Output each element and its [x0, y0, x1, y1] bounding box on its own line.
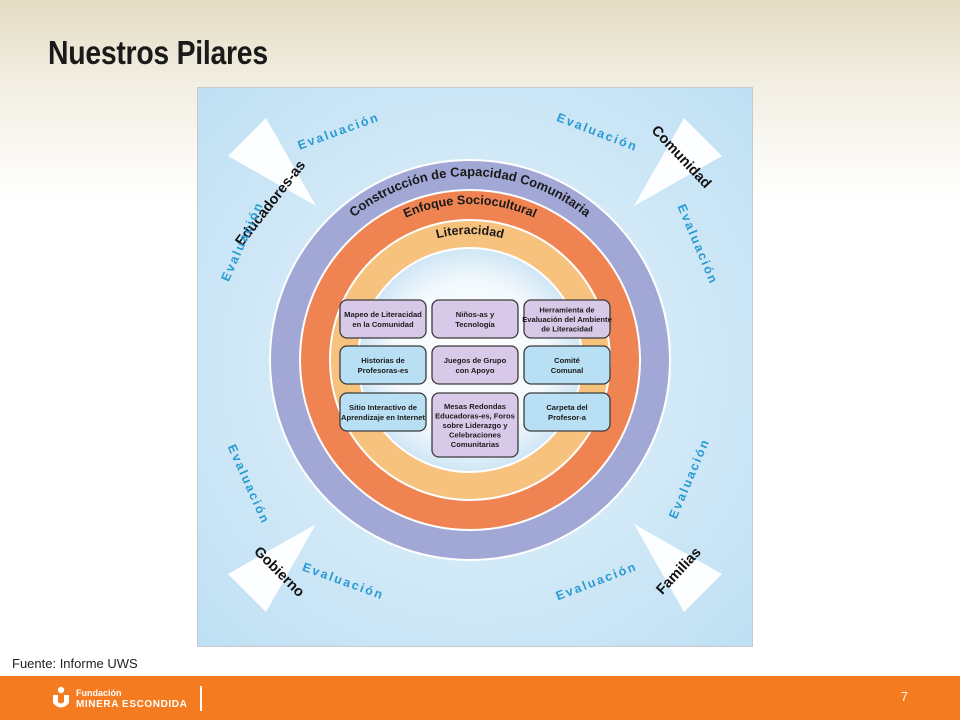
program-box-text: Aprendizaje en Internet: [341, 413, 425, 422]
program-box-text: Tecnología: [455, 320, 495, 329]
program-box-text: Celebraciones: [449, 431, 501, 440]
slide-title: Nuestros Pilares: [48, 34, 268, 71]
program-box-text: Herramienta de: [539, 305, 594, 314]
program-box-text: Profesoras-es: [358, 366, 409, 375]
program-box-text: en la Comunidad: [352, 320, 414, 329]
inner-ring-label: Literacidad: [434, 223, 505, 241]
program-box-text: Mesas Redondas: [444, 402, 506, 411]
program-box-text: Evaluación del Ambiente: [522, 315, 612, 324]
program-box-text: Carpeta del: [546, 403, 587, 412]
program-box-text: Mapeo de Literacidad: [344, 310, 422, 319]
arrow-icon: [228, 524, 316, 612]
program-box-text: Niños-as y: [456, 310, 495, 319]
footer-bar: Fundación MINERA ESCONDIDA 7: [0, 676, 960, 720]
source-note: Fuente: Informe UWS: [12, 656, 138, 671]
footer-divider: [200, 686, 202, 711]
foundation-logo: Fundación MINERA ESCONDIDA: [52, 685, 187, 713]
arrow-icon: [634, 118, 722, 206]
program-box-text: Profesor-a: [548, 413, 587, 422]
page-number: 7: [900, 689, 908, 704]
program-box-text: Comunitarias: [451, 440, 500, 449]
pillars-diagram-svg: Construcción de Capacidad ComunitariaEnf…: [198, 88, 752, 646]
program-box-text: Educadoras-es, Foros: [435, 411, 515, 420]
program-box-text: Historias de: [361, 356, 404, 365]
program-box-text: Comité: [554, 356, 580, 365]
program-box-text: Juegos de Grupo: [444, 356, 507, 365]
arrow-icon: [228, 118, 316, 206]
program-box-text: con Apoyo: [456, 366, 495, 375]
arrow-icon: [634, 524, 722, 612]
foundation-logo-icon: [52, 686, 70, 712]
program-box-text: Comunal: [551, 366, 584, 375]
program-box-text: Sitio Interactivo de: [349, 403, 417, 412]
program-box-text: sobre Liderazgo y: [443, 421, 509, 430]
logo-text-line2: MINERA ESCONDIDA: [76, 699, 188, 710]
program-box-text: de Literacidad: [541, 325, 593, 334]
logo-text-line1: Fundación: [76, 688, 122, 698]
